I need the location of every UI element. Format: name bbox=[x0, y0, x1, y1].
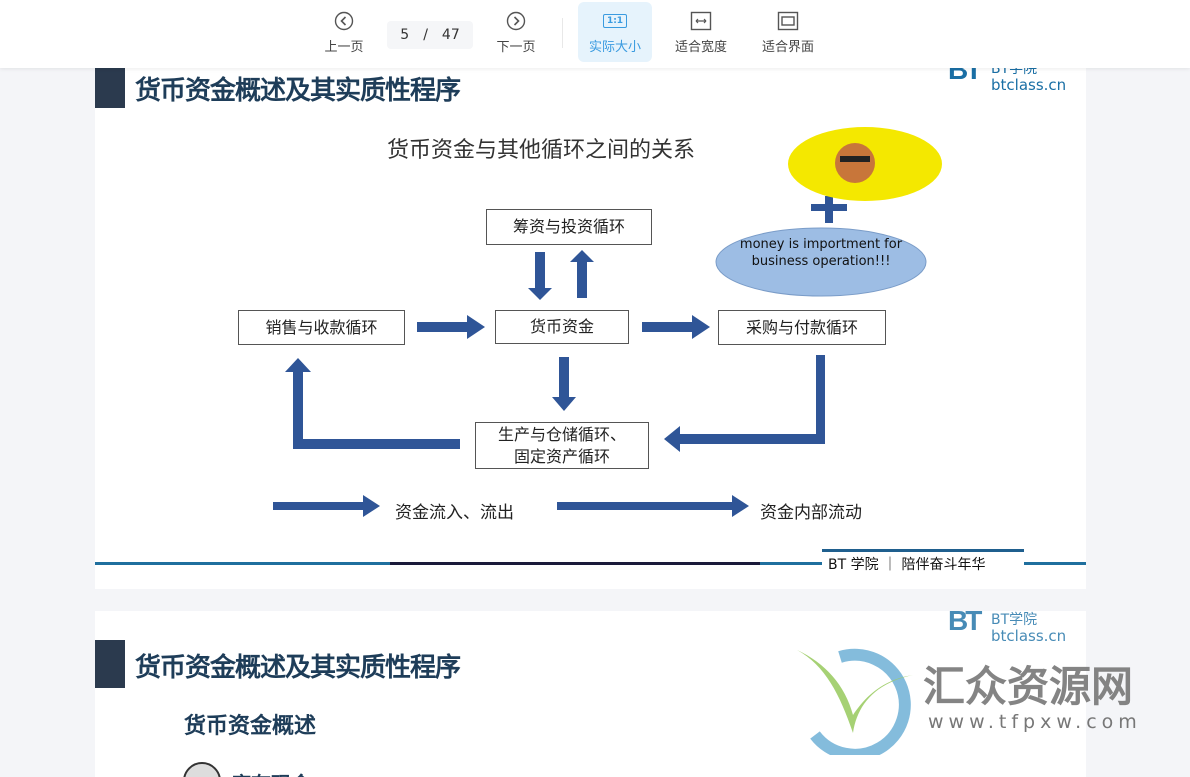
fit-screen-label: 适合界面 bbox=[761, 39, 814, 55]
title-bar-accent bbox=[95, 68, 125, 108]
actual-size-icon: 1:1 bbox=[602, 10, 628, 32]
arrow-cash-to-purchase bbox=[642, 315, 710, 339]
actual-size-button[interactable]: 1:1 实际大小 bbox=[578, 2, 652, 62]
box-purchase-cycle: 采购与付款循环 bbox=[718, 310, 886, 345]
slide-title: 货币资金概述及其实质性程序 bbox=[135, 76, 461, 106]
slide-page-5: 货币资金概述及其实质性程序 BT BT学院 btclass.cn 货币资金与其他… bbox=[95, 68, 1086, 589]
chevron-right-icon bbox=[506, 10, 526, 32]
page-separator: / bbox=[423, 27, 428, 43]
arrow-sales-to-cash bbox=[417, 315, 485, 339]
fit-screen-button[interactable]: 适合界面 bbox=[755, 4, 821, 60]
box-cash: 货币资金 bbox=[495, 310, 629, 344]
actual-size-label: 实际大小 bbox=[588, 39, 641, 55]
total-pages: 47 bbox=[441, 27, 460, 43]
production-line-2: 固定资产循环 bbox=[513, 446, 610, 466]
title-bar-accent bbox=[95, 640, 125, 688]
toolbar: 上一页 5 / 47 下一页 1:1 实际大小 适合宽度 适合界面 bbox=[0, 0, 1190, 68]
page-indicator[interactable]: 5 / 47 bbox=[387, 21, 473, 49]
cartoon-face bbox=[835, 143, 875, 183]
diagram-arrows bbox=[273, 127, 942, 517]
watermark-logo-icon bbox=[797, 648, 913, 755]
watermark-name: 汇众资源网 bbox=[923, 662, 1134, 711]
next-page-button[interactable]: 下一页 bbox=[488, 4, 544, 60]
footer-line-accent bbox=[390, 562, 760, 565]
arrow-production-to-sales bbox=[285, 358, 460, 449]
btclass-logo: BT BT学院 btclass.cn bbox=[948, 68, 1067, 94]
legend-arrow-flow bbox=[273, 495, 380, 517]
arrow-cash-down bbox=[552, 357, 576, 411]
legend-flow-label: 资金流入、流出 bbox=[395, 503, 514, 523]
watermark-url: www.tfpxw.com bbox=[928, 711, 1142, 733]
fit-screen-icon bbox=[777, 10, 799, 32]
footer-box: BT 学院 ｜ 陪伴奋斗年华 bbox=[822, 549, 1024, 589]
bubble-text: money is importment for business operati… bbox=[739, 237, 903, 269]
fit-width-label: 适合宽度 bbox=[674, 39, 727, 55]
production-line-1: 生产与仓储循环、 bbox=[497, 424, 626, 444]
prev-page-button[interactable]: 上一页 bbox=[316, 4, 372, 60]
toolbar-divider bbox=[562, 18, 563, 48]
plus-icon bbox=[811, 196, 847, 223]
slide-title: 货币资金概述及其实质性程序 bbox=[135, 653, 461, 683]
box-financing-cycle: 筹资与投资循环 bbox=[486, 209, 652, 245]
bullet-icon bbox=[183, 762, 221, 777]
arrow-down-financing bbox=[528, 252, 552, 300]
box-sales-cycle: 销售与收款循环 bbox=[238, 310, 405, 345]
arrow-purchase-to-production bbox=[664, 355, 825, 452]
current-page-input[interactable]: 5 bbox=[400, 27, 410, 43]
section-subtitle: 货币资金概述 bbox=[184, 714, 317, 739]
diagram-title: 货币资金与其他循环之间的关系 bbox=[387, 138, 696, 163]
btclass-logo: BT BT学院 btclass.cn bbox=[948, 611, 1067, 645]
next-page-label: 下一页 bbox=[496, 39, 536, 55]
watermark: 汇众资源网 www.tfpxw.com bbox=[795, 645, 1145, 755]
chevron-left-icon bbox=[334, 10, 354, 32]
list-item: 库存现金 bbox=[231, 768, 311, 777]
box-production-cycle: 生产与仓储循环、 固定资产循环 bbox=[475, 422, 649, 469]
money-bubble bbox=[715, 227, 927, 297]
footer-text: BT 学院 ｜ 陪伴奋斗年华 bbox=[828, 557, 986, 573]
fit-width-button[interactable]: 适合宽度 bbox=[668, 4, 734, 60]
slide-page-6: 货币资金概述及其实质性程序 BT BT学院 btclass.cn 货币资金概述 … bbox=[95, 611, 1086, 777]
arrow-up-financing bbox=[570, 250, 594, 298]
prev-page-label: 上一页 bbox=[324, 39, 364, 55]
fit-width-icon bbox=[690, 10, 712, 32]
legend-arrow-internal bbox=[557, 495, 749, 517]
legend-internal-label: 资金内部流动 bbox=[760, 503, 862, 523]
